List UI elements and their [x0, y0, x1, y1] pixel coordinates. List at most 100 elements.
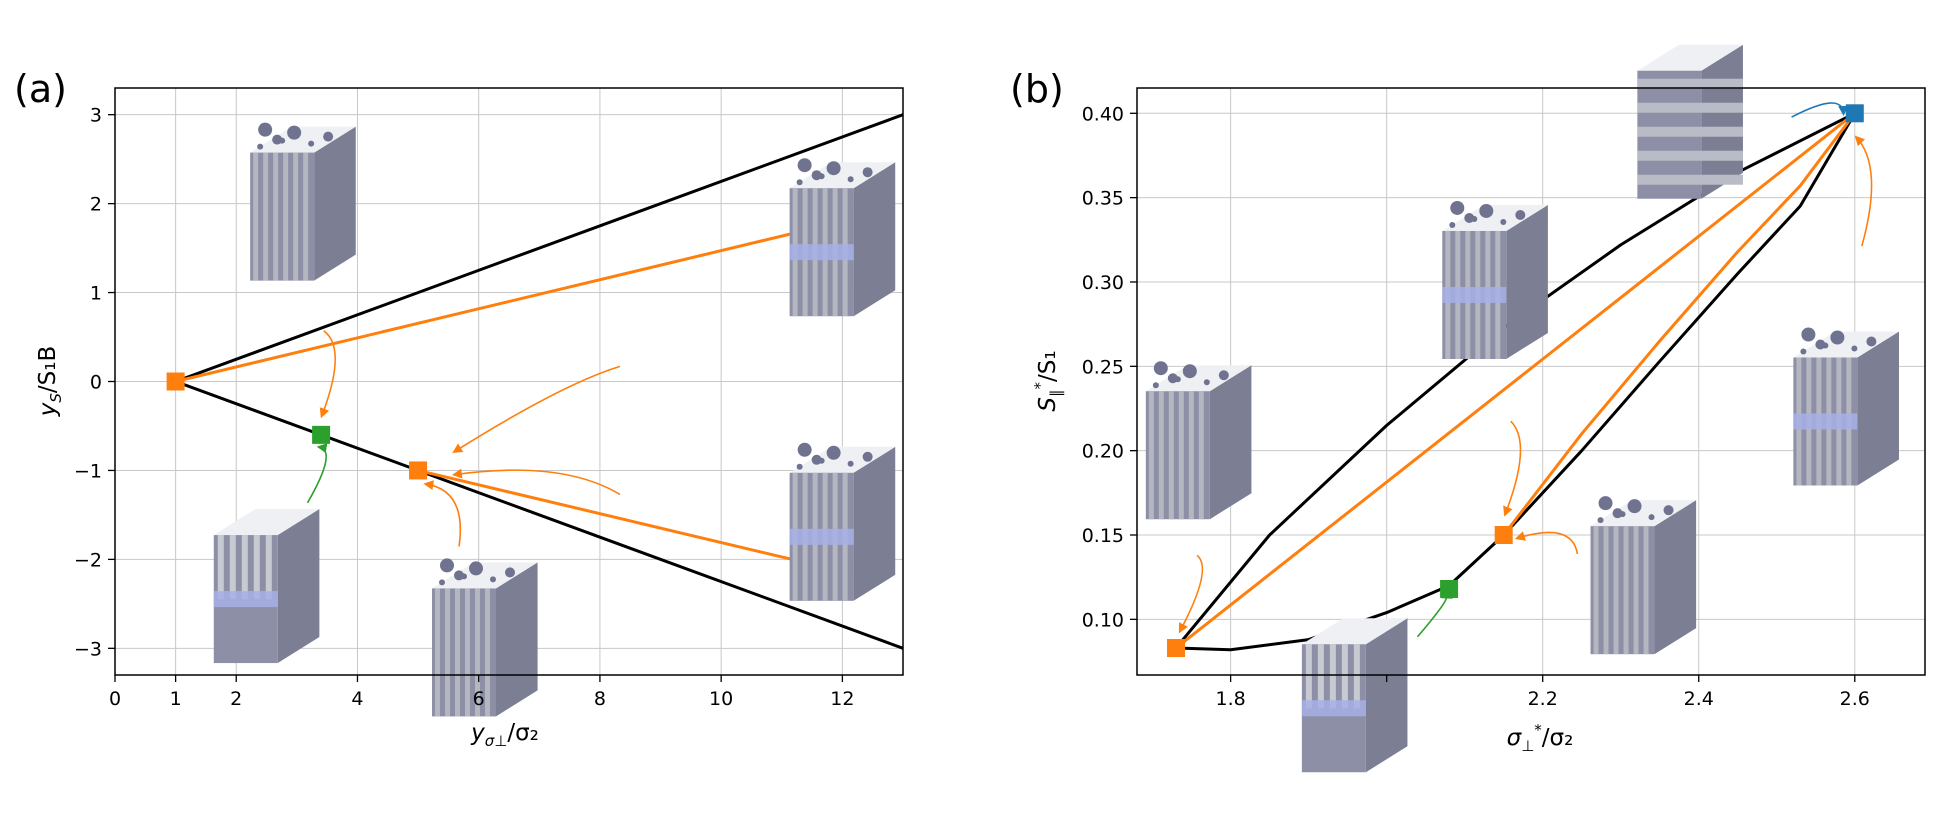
cube-pore [1866, 336, 1877, 347]
cube-pore [847, 176, 854, 183]
panel-b-frame [1136, 87, 1926, 676]
cube-fibre [1613, 526, 1619, 655]
cube-fibre [293, 152, 299, 281]
cube-lamella [1305, 644, 1312, 709]
cube-pore [818, 457, 825, 464]
cube-band [1301, 700, 1366, 717]
cube-lamella [241, 535, 248, 600]
cube-top-face [1301, 618, 1408, 645]
cube-pore [1830, 330, 1845, 345]
cube-fibre [1643, 526, 1649, 655]
cube-right-face [496, 562, 538, 717]
structure-fibres-layered [789, 442, 896, 601]
y-tick-label: 0.20 [1082, 441, 1124, 463]
series-line-1 [175, 380, 904, 650]
cube-pore [797, 158, 812, 173]
cube-right-face [314, 126, 356, 281]
x-tick-label: 4 [351, 688, 363, 710]
cube-fibre [303, 152, 309, 281]
cube-pore [826, 445, 841, 460]
y-tick-label: 0 [90, 372, 102, 394]
cube-right-face [1209, 365, 1252, 520]
cube-lamella [1341, 644, 1348, 709]
cube-pore [847, 460, 854, 467]
panel-a-label: (a) [14, 67, 67, 111]
panel-b-series [1174, 111, 1857, 652]
data-marker-3 [1845, 104, 1864, 123]
structure-arrow [1503, 420, 1522, 517]
series-line-2 [1175, 112, 1856, 650]
y-tick-label: 0.35 [1082, 188, 1124, 210]
cube-lamella [253, 535, 260, 600]
panel-a-structures [213, 122, 896, 717]
cube-pore [1218, 370, 1229, 381]
x-tick-label: 2.2 [1528, 688, 1558, 710]
x-tick-label: 12 [830, 688, 854, 710]
cube-band [213, 591, 278, 608]
structure-plates [1637, 44, 1743, 199]
cube-pore [1648, 514, 1655, 521]
structure-arrow [451, 468, 621, 496]
y-tick-label: 0.30 [1082, 272, 1124, 294]
cube-fibre [1603, 526, 1609, 655]
x-tick-label: 6 [473, 688, 485, 710]
cube-plate [1637, 174, 1743, 185]
x-tick-label: 2.6 [1840, 688, 1870, 710]
series-line-3 [1502, 112, 1856, 536]
cube-right-face [1857, 331, 1899, 486]
cube-plate [1637, 78, 1743, 89]
cube-fibre [445, 588, 450, 717]
data-marker-1 [1440, 579, 1459, 598]
cube-fibre [1198, 391, 1204, 520]
x-tick-label: 1 [170, 688, 182, 710]
structure-arrow [319, 330, 336, 419]
structure-arrow [306, 443, 328, 504]
cube-fibre [273, 152, 279, 281]
cube-plate [1637, 150, 1743, 161]
cube-pore [308, 140, 315, 147]
series-line-2 [175, 224, 825, 383]
cube-pore [287, 125, 302, 140]
cube-pore [279, 137, 286, 144]
cube-plate [1637, 102, 1743, 113]
cube-lamella [265, 535, 272, 600]
x-tick-label: 10 [709, 688, 733, 710]
panel-a-xlabel: yσ⊥/σ₂ [470, 720, 539, 750]
x-tick-label: 1.8 [1216, 688, 1246, 710]
y-tick-label: 1 [90, 283, 102, 305]
cube-pore [257, 143, 264, 150]
cube-fibre [455, 588, 460, 717]
cube-pore [796, 463, 803, 470]
cube-fibre [1593, 526, 1599, 655]
structure-fibres-frame [1442, 200, 1548, 359]
panel-a-ylabel: yS/S₁B [35, 346, 65, 418]
cube-pore [1203, 379, 1210, 386]
cube-pore [826, 161, 841, 176]
y-tick-label: 0.10 [1082, 609, 1124, 631]
data-marker-0 [1167, 639, 1186, 658]
structure-fibres-white [432, 558, 538, 717]
cube-pore [1619, 511, 1626, 518]
cube-lamella [217, 535, 224, 600]
series-line-0 [175, 113, 904, 383]
cube-right-face [277, 509, 320, 664]
data-marker-1 [312, 425, 331, 444]
panel-b-label: (b) [1010, 67, 1064, 111]
cube-fibre [1188, 391, 1194, 520]
cube-pore [461, 573, 467, 580]
y-tick-label: 0.25 [1082, 356, 1124, 378]
cube-band [789, 528, 854, 545]
cube-pore [1801, 327, 1816, 342]
structure-fibres [1145, 361, 1252, 520]
y-tick-label: 3 [90, 105, 102, 127]
cube-fibre [253, 152, 259, 281]
cube-lamella [1353, 644, 1360, 709]
cube-fibre [283, 152, 289, 281]
cube-fibre [1168, 391, 1174, 520]
panel-b-xlabel: σ⊥*/σ₂ [1507, 721, 1574, 755]
cube-right-face [853, 162, 896, 317]
structure-arrow [1178, 554, 1204, 634]
cube-right-face [1365, 618, 1408, 773]
y-tick-label: 2 [90, 194, 102, 216]
